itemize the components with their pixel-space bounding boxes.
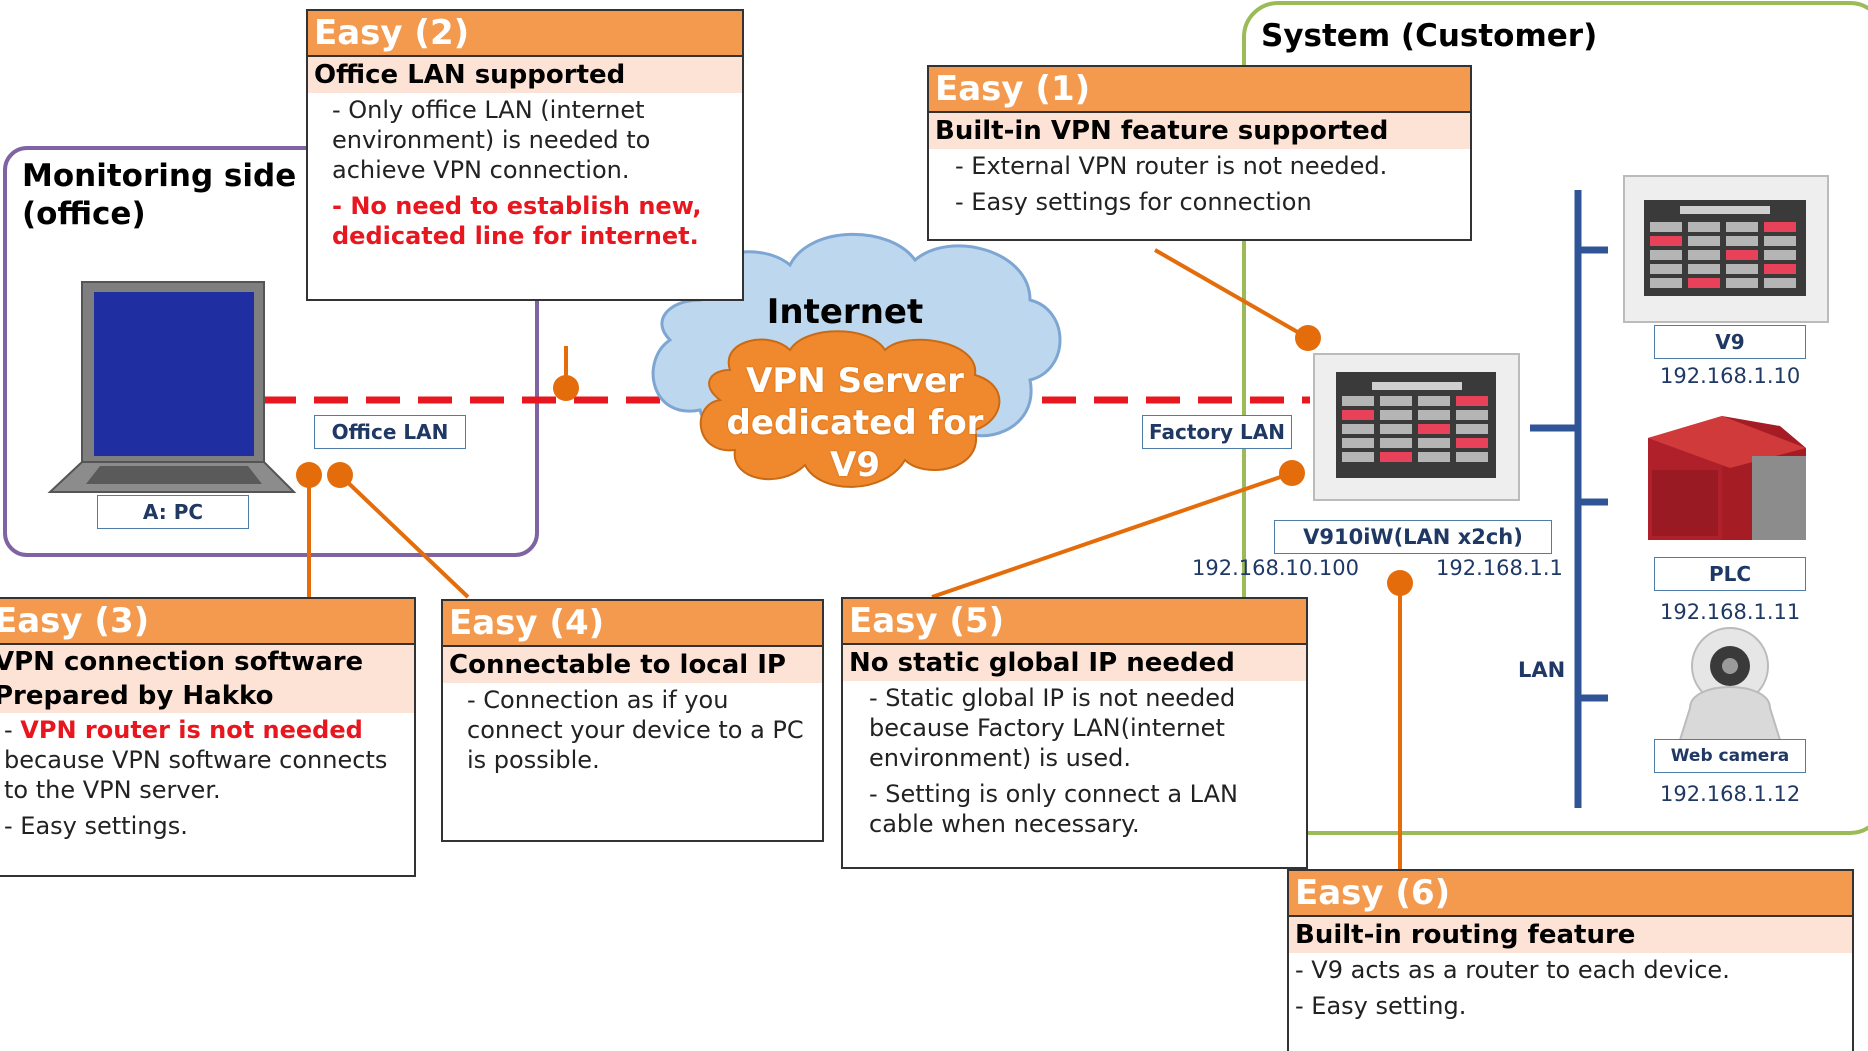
v910iw-label: V910iW(LAN x2ch) (1274, 520, 1552, 554)
callout-easy-5: Easy (5) No static global IP needed - St… (841, 597, 1308, 869)
factory-lan-label: Factory LAN (1142, 415, 1292, 449)
vpn-server-cloud (699, 330, 1001, 488)
callout-easy-2: Easy (2) Office LAN supported - Only off… (306, 9, 744, 301)
laptop-icon (47, 281, 297, 493)
v910iw-screen-cells (1342, 396, 1488, 462)
callout-easy-1-subtitle: Built-in VPN feature supported (929, 113, 1470, 149)
callout-easy-2-line-2: - No need to establish new, dedicated li… (332, 192, 702, 250)
callout-easy-1: Easy (1) Built-in VPN feature supported … (927, 65, 1472, 241)
callout-easy-4-title: Easy (4) (443, 601, 822, 647)
v910iw-device-icon (1313, 353, 1520, 501)
callout-easy-5-title: Easy (5) (843, 599, 1306, 645)
callout-easy-2-line-1: - Only office LAN (internet environment)… (332, 96, 651, 184)
plc-ip: 192.168.1.11 (1660, 600, 1801, 624)
lan-bus-label: LAN (1518, 658, 1566, 682)
callout-easy-3-line-1-red: VPN router is not needed (20, 716, 363, 744)
monitoring-zone-title: Monitoring side (office) (22, 158, 297, 232)
v9-screen-cells (1650, 222, 1796, 288)
system-zone-title: System (Customer) (1261, 18, 1598, 54)
callout-easy-6: Easy (6) Built-in routing feature - V9 a… (1287, 869, 1854, 1051)
callout-easy-3-line-2: - Easy settings. (4, 812, 188, 840)
callout-easy-1-line-1: - External VPN router is not needed. (955, 152, 1388, 180)
callout-easy-6-line-1: - V9 acts as a router to each device. (1295, 956, 1730, 984)
callout-easy-3-line-1: - VPN router is not needed because VPN s… (4, 715, 408, 805)
callout-easy-4-subtitle: Connectable to local IP (443, 647, 822, 683)
webcam-label: Web camera (1654, 739, 1806, 773)
plc-label: PLC (1654, 557, 1806, 591)
callout-easy-5-subtitle: No static global IP needed (843, 645, 1306, 681)
callout-easy-2-title: Easy (2) (308, 11, 742, 57)
callout-easy-3-line-1-prefix: - (4, 716, 21, 744)
callout-easy-3: Easy (3) VPN connection software Prepare… (0, 597, 416, 877)
plc-device-icon (1648, 416, 1806, 540)
callout-easy-3-line-1-rest: because VPN software connects to the VPN… (4, 746, 388, 804)
web-camera-icon (1678, 627, 1782, 741)
callout-pointer-dots (296, 325, 1413, 596)
callout-easy-6-title: Easy (6) (1289, 871, 1852, 917)
v9-device-icon (1623, 175, 1829, 323)
callout-easy-5-line-1: - Static global IP is not needed because… (869, 684, 1236, 772)
callout-easy-5-line-2: - Setting is only connect a LAN cable wh… (869, 780, 1238, 838)
v910iw-ip-left: 192.168.10.100 (1192, 556, 1359, 580)
webcam-ip: 192.168.1.12 (1660, 782, 1801, 806)
callout-easy-6-line-2: - Easy setting. (1295, 992, 1467, 1020)
internet-label: Internet (766, 292, 924, 332)
lan-bus (1530, 190, 1608, 808)
office-lan-label: Office LAN (314, 415, 466, 449)
v9-label: V9 (1654, 325, 1806, 359)
v9-ip: 192.168.1.10 (1660, 364, 1801, 388)
callout-easy-2-subtitle: Office LAN supported (308, 57, 742, 93)
callout-easy-3-subtitle: VPN connection software Prepared by Hakk… (0, 645, 414, 713)
callout-easy-4-line-1: - Connection as if you connect your devi… (467, 686, 804, 774)
vpn-server-label: VPN Server dedicated for V9 (726, 361, 984, 485)
monitoring-zone-border (3, 146, 539, 557)
callout-easy-4: Easy (4) Connectable to local IP - Conne… (441, 599, 824, 842)
callout-easy-1-line-2: - Easy settings for connection (955, 188, 1312, 216)
callout-easy-1-title: Easy (1) (929, 67, 1470, 113)
pc-label: A: PC (97, 495, 249, 529)
v910iw-ip-right: 192.168.1.1 (1436, 556, 1563, 580)
callout-easy-3-title: Easy (3) (0, 599, 414, 645)
callout-easy-6-subtitle: Built-in routing feature (1289, 917, 1852, 953)
